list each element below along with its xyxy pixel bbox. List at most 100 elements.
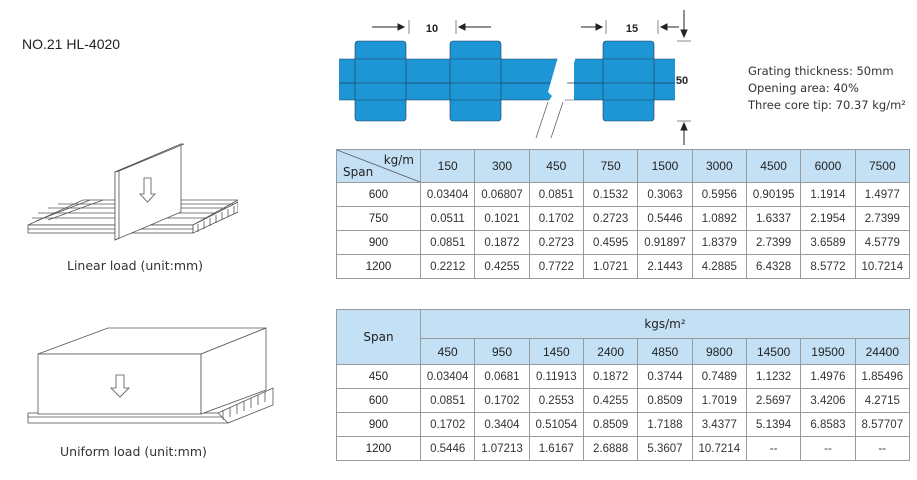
uniform-value-cell: 0.3744 [637, 364, 693, 389]
linear-value-cell: 0.7722 [528, 254, 584, 279]
linear-value-cell: 0.1872 [474, 230, 530, 255]
break-gap [548, 57, 576, 102]
model-title: NO.21 HL-4020 [22, 36, 121, 52]
spec-thickness: Grating thickness: 50mm [748, 64, 894, 78]
uniform-value-cell: 6.8583 [800, 412, 856, 437]
linear-value-cell: 0.0851 [528, 182, 584, 207]
grating-profile-diagram: 10 15 50 [339, 10, 691, 145]
uniform-col-header: 19500 [800, 338, 856, 365]
linear-load-caption: Linear load (unit:mm) [67, 258, 204, 273]
uniform-value-cell: 0.3404 [474, 412, 530, 437]
linear-col-header: 1500 [637, 149, 693, 183]
uniform-col-header: 14500 [745, 338, 802, 365]
uniform-value-cell: 0.1702 [419, 412, 476, 437]
uniform-span-cell: 450 [336, 364, 421, 389]
uniform-load-arrow-icon [110, 374, 130, 398]
linear-col-header: 750 [582, 149, 639, 183]
profile-bars [339, 40, 675, 139]
linear-unit-label: kg/m [383, 153, 414, 167]
linear-value-cell: 2.7399 [854, 206, 911, 231]
uniform-load-table: Span kgs/m² 450 950 1450 2400 4850 9800 … [336, 309, 911, 461]
linear-load-table: kg/m Span 150 300 450 750 1500 3000 4500… [336, 149, 911, 279]
linear-value-cell: 10.7214 [854, 254, 911, 279]
dimension-gap [372, 20, 491, 34]
profile-block-2 [449, 40, 502, 122]
linear-col-header: 300 [474, 149, 530, 183]
uniform-load-caption: Uniform load (unit:mm) [60, 444, 207, 459]
uniform-value-cell: 1.6167 [528, 436, 584, 461]
linear-value-cell: 0.4595 [582, 230, 639, 255]
linear-value-cell: 2.1443 [637, 254, 693, 279]
uniform-value-cell: 0.1702 [474, 388, 530, 413]
linear-value-cell: 3.6589 [800, 230, 856, 255]
uniform-value-cell: 0.7489 [691, 364, 747, 389]
linear-value-cell: 1.8379 [691, 230, 747, 255]
uniform-value-cell: 0.5446 [419, 436, 476, 461]
linear-value-cell: 1.6337 [745, 206, 802, 231]
linear-col-header: 4500 [745, 149, 802, 183]
linear-value-cell: 0.2723 [528, 230, 584, 255]
linear-span-cell: 1200 [336, 254, 421, 279]
dim-bar-label: 15 [626, 23, 638, 35]
uniform-value-cell: 4.2715 [854, 388, 911, 413]
linear-value-cell: 2.7399 [745, 230, 802, 255]
linear-span-cell: 750 [336, 206, 421, 231]
spec-list: Grating thickness: 50mm Opening area: 40… [748, 63, 906, 114]
dimension-height [677, 10, 691, 145]
uniform-col-header: 450 [419, 338, 476, 365]
linear-value-cell: 1.0721 [582, 254, 639, 279]
uniform-value-cell: 5.1394 [745, 412, 802, 437]
uniform-span-header: Span [336, 309, 421, 365]
uniform-value-cell: 0.4255 [582, 388, 639, 413]
linear-col-header: 3000 [691, 149, 747, 183]
uniform-col-header: 1450 [528, 338, 584, 365]
linear-value-cell: 0.90195 [745, 182, 802, 207]
uniform-value-cell: 0.8509 [637, 388, 693, 413]
uniform-value-cell: 1.7188 [637, 412, 693, 437]
uniform-value-cell: 8.57707 [854, 412, 911, 437]
uniform-col-header: 950 [474, 338, 530, 365]
uniform-value-cell: -- [854, 436, 911, 461]
spec-weight: Three core tip: 70.37 kg/m² [748, 98, 906, 112]
dimension-bar [581, 20, 679, 34]
linear-value-cell: 0.1702 [528, 206, 584, 231]
dim-gap-label: 10 [426, 23, 438, 35]
uniform-value-cell: 0.8509 [582, 412, 639, 437]
linear-col-header: 7500 [854, 149, 911, 183]
uniform-span-cell: 1200 [336, 436, 421, 461]
linear-value-cell: 0.5446 [637, 206, 693, 231]
linear-span-label: Span [343, 165, 374, 179]
uniform-col-header: 2400 [582, 338, 639, 365]
uniform-value-cell: 0.1872 [582, 364, 639, 389]
linear-value-cell: 0.1532 [582, 182, 639, 207]
uniform-value-cell: 0.0681 [474, 364, 530, 389]
linear-value-cell: 2.1954 [800, 206, 856, 231]
linear-span-cell: 600 [336, 182, 421, 207]
linear-value-cell: 1.1914 [800, 182, 856, 207]
uniform-unit-row: Span kgs/m² [336, 309, 910, 365]
uniform-value-cell: 10.7214 [691, 436, 747, 461]
linear-value-cell: 0.03404 [419, 182, 476, 207]
linear-value-cell: 0.5956 [691, 182, 747, 207]
uniform-value-cell: 1.4976 [800, 364, 856, 389]
linear-value-cell: 8.5772 [800, 254, 856, 279]
linear-load-illustration [27, 143, 238, 241]
uniform-header-row: 450 950 1450 2400 4850 9800 14500 19500 … [337, 338, 911, 365]
linear-span-cell: 900 [336, 230, 421, 255]
uniform-value-cell: 0.03404 [419, 364, 476, 389]
uniform-value-cell: 0.2553 [528, 388, 584, 413]
uniform-value-cell: 3.4377 [691, 412, 747, 437]
linear-value-cell: 0.2212 [419, 254, 476, 279]
linear-value-cell: 0.4255 [474, 254, 530, 279]
uniform-unit-header: kgs/m² [420, 309, 910, 339]
spec-opening-area: Opening area: 40% [748, 81, 859, 95]
uniform-value-cell: 1.07213 [474, 436, 530, 461]
linear-value-cell: 0.0511 [419, 206, 476, 231]
linear-value-cell: 0.91897 [637, 230, 693, 255]
linear-value-cell: 0.1021 [474, 206, 530, 231]
